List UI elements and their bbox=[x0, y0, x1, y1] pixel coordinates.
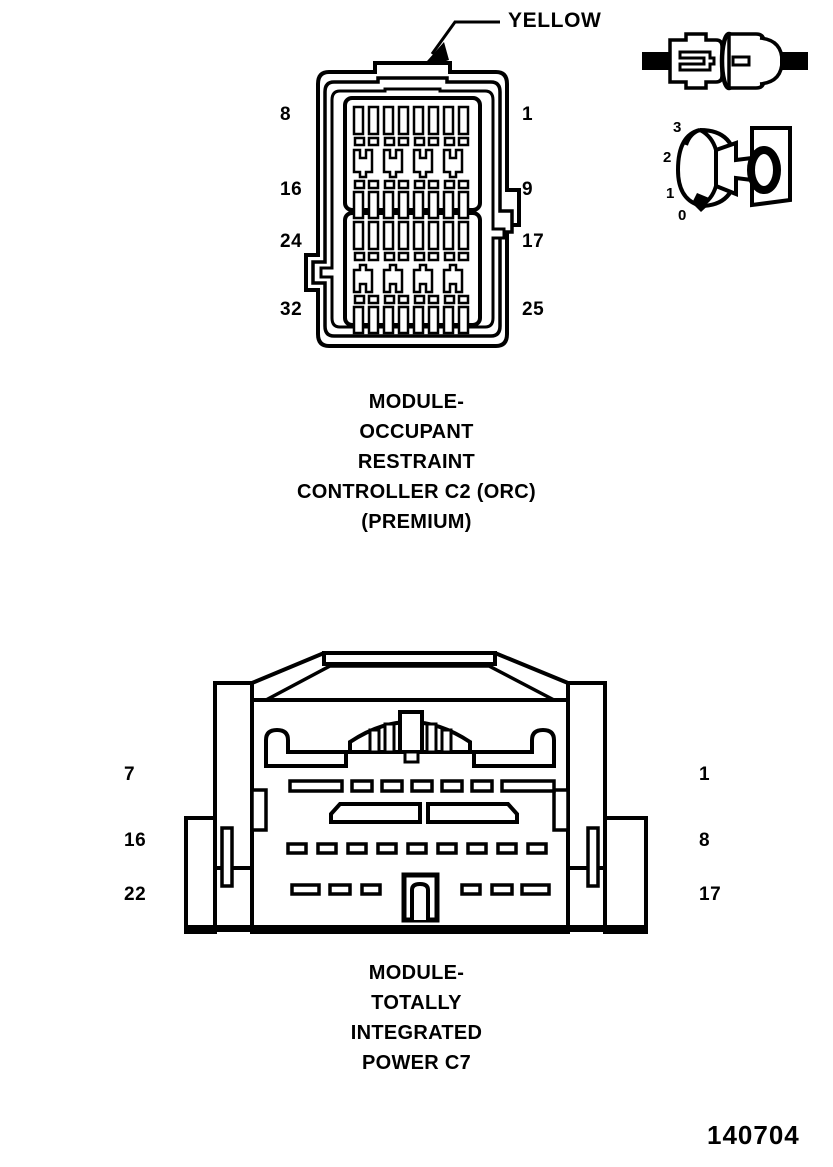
tipm-pin-left-22: 22 bbox=[124, 884, 147, 905]
figure-number: 140704 bbox=[707, 1120, 800, 1150]
orc-caption-line-2: OCCUPANT bbox=[359, 421, 474, 443]
key-position-3: 3 bbox=[673, 119, 682, 136]
yellow-wire-callout-label: YELLOW bbox=[508, 9, 602, 32]
orc-pin-right-25: 25 bbox=[522, 299, 545, 320]
tipm-pin-right-1: 1 bbox=[699, 764, 711, 785]
tipm-pin-right-8: 8 bbox=[699, 830, 711, 851]
connector-keying-graphic bbox=[675, 126, 792, 212]
orc-pin-left-32: 32 bbox=[280, 299, 303, 320]
orc-caption-line-4: CONTROLLER C2 (ORC) bbox=[296, 481, 537, 503]
orc-pin-left-16: 16 bbox=[280, 179, 303, 200]
orc-pin-left-24: 24 bbox=[280, 231, 303, 252]
orc-pin-left-8: 8 bbox=[280, 104, 292, 125]
tipm-c7-caption: MODULE- TOTALLY INTEGRATED POWER C7 bbox=[0, 958, 833, 1078]
connector-side-view-detail bbox=[642, 31, 808, 91]
tipm-caption-line-1: MODULE- bbox=[368, 962, 465, 984]
orc-pin-right-17: 17 bbox=[522, 231, 545, 252]
tipm-pin-left-7: 7 bbox=[124, 764, 136, 785]
orc-caption-line-3: RESTRAINT bbox=[357, 451, 476, 473]
orc-caption-line-1: MODULE- bbox=[368, 391, 465, 413]
orc-lower-cavity-detail bbox=[352, 220, 470, 335]
tipm-c7-connector-graphic bbox=[184, 651, 648, 934]
orc-caption-line-5: (PREMIUM) bbox=[361, 511, 472, 533]
tipm-pin-right-17: 17 bbox=[699, 884, 722, 905]
key-position-2: 2 bbox=[663, 149, 672, 166]
tipm-pin-left-16: 16 bbox=[124, 830, 147, 851]
orc-upper-cavity-detail bbox=[352, 105, 470, 220]
tipm-caption-line-4: POWER C7 bbox=[361, 1052, 472, 1074]
orc-pin-right-1: 1 bbox=[522, 104, 534, 125]
tipm-caption-line-2: TOTALLY bbox=[371, 992, 462, 1014]
key-position-0: 0 bbox=[678, 207, 687, 224]
tipm-caption-line-3: INTEGRATED bbox=[350, 1022, 483, 1044]
key-position-1: 1 bbox=[666, 185, 675, 202]
orc-c2-caption: MODULE- OCCUPANT RESTRAINT CONTROLLER C2… bbox=[0, 387, 833, 537]
orc-c2-connector-graphic bbox=[304, 20, 521, 348]
orc-pin-right-9: 9 bbox=[522, 179, 534, 200]
